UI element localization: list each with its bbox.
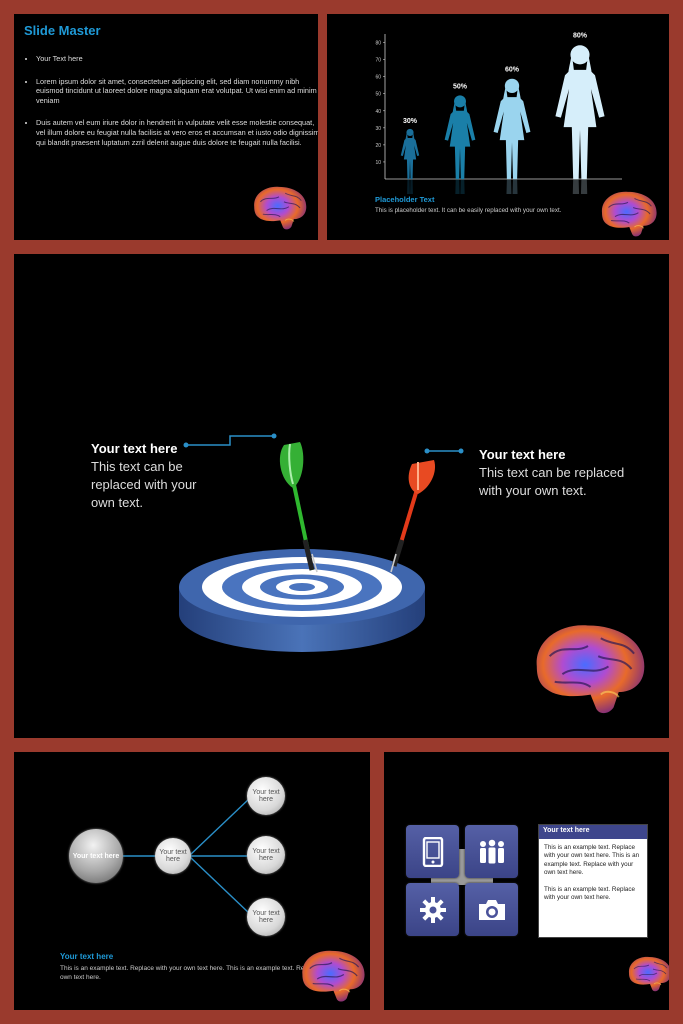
bar-reflection [444,179,476,194]
bar-reflection [493,178,531,194]
leaf-node[interactable]: Your text here [247,836,285,874]
chart-axis: 10 20 30 40 50 60 70 80 [375,34,622,180]
target-slide[interactable]: Your text here This text can be replaced… [14,254,669,738]
chart-bars: 30% 50% 60% 80% [400,33,605,194]
chart-bar [444,95,476,179]
brain-icon [595,188,661,240]
callout-title: Your text here [479,447,566,462]
callout-body: This text can be replaced with your own … [91,459,197,510]
target-illustration [179,433,464,652]
chart-slide[interactable]: 10 20 30 40 50 60 70 80 30% 50% 60% 80% Placeholde… [327,14,669,240]
slide-master-slide[interactable]: Slide Master Your Text here Lorem ipsum … [14,14,318,240]
bullet-list: Your Text here Lorem ipsum dolor sit ame… [24,54,318,160]
y-tick-label: 60 [375,75,381,81]
chart-bar [400,128,420,180]
root-node[interactable]: Your text here [69,829,123,883]
bullet-item: Lorem ipsum dolor sit amet, consectetuer… [36,77,318,106]
brain-icon [248,182,310,234]
red-dart [390,460,436,573]
tree-connectors [119,797,251,915]
connector-line [186,435,274,446]
brain-icon [624,944,669,1004]
people-icon [479,839,504,863]
tree-diagram-slide[interactable]: Your text here Your text here Your text … [14,752,370,1010]
leaf-node[interactable]: Your text here [247,777,285,815]
leaf-node[interactable]: Your text here [247,898,285,936]
callout-title: Your text here [91,441,178,456]
info-card: Your text here This is an example text. … [538,824,648,938]
bullet-item: Duis autem vel eum iriure dolor in hendr… [36,118,318,147]
card-paragraph: This is an example text. Replace with yo… [544,885,635,902]
tablet-icon [422,836,443,867]
y-tick-label: 10 [375,160,381,166]
left-callout: Your text here This text can be replaced… [91,440,221,512]
people-tile[interactable] [465,825,518,878]
brain-icon [524,614,652,724]
right-callout: Your text here This text can be replaced… [479,446,629,500]
mid-node[interactable]: Your text here [155,838,191,874]
tablet-tile[interactable] [406,825,459,878]
bar-label: 30% [403,118,418,125]
footer-body: This is an example text. Replace with yo… [60,965,348,981]
y-tick-label: 70 [375,58,381,64]
footer-title: Your text here [60,952,114,961]
placeholder-body: This is placeholder text. It can be easi… [375,207,562,214]
bar-label: 50% [453,84,468,91]
icon-grid-slide[interactable]: Your text here This is an example text. … [384,752,669,1010]
y-tick-label: 20 [375,143,381,149]
bar-chart: 10 20 30 40 50 60 70 80 30% 50% 60% 80% [375,33,622,194]
gear-icon [419,896,446,923]
chart-bar [493,78,531,180]
chart-bar [555,45,605,179]
bar-label: 60% [505,67,520,74]
y-tick-label: 50 [375,92,381,98]
y-tick-label: 80 [375,41,381,47]
card-paragraph: This is an example text. Replace with yo… [544,844,640,877]
slide-title: Slide Master [24,23,101,38]
camera-icon [478,899,505,920]
green-dart [279,442,318,573]
y-tick-label: 40 [375,109,381,115]
camera-tile[interactable] [465,883,518,936]
brain-icon [295,946,369,1006]
placeholder-title: Placeholder Text [375,195,435,204]
bullet-item: Your Text here [36,54,318,64]
bar-reflection [400,178,420,194]
bar-label: 80% [573,33,588,40]
target-board [179,549,425,652]
gear-tile[interactable] [406,883,459,936]
y-tick-label: 30 [375,126,381,132]
card-title: Your text here [539,825,647,839]
callout-body: This text can be replaced with your own … [479,465,625,498]
